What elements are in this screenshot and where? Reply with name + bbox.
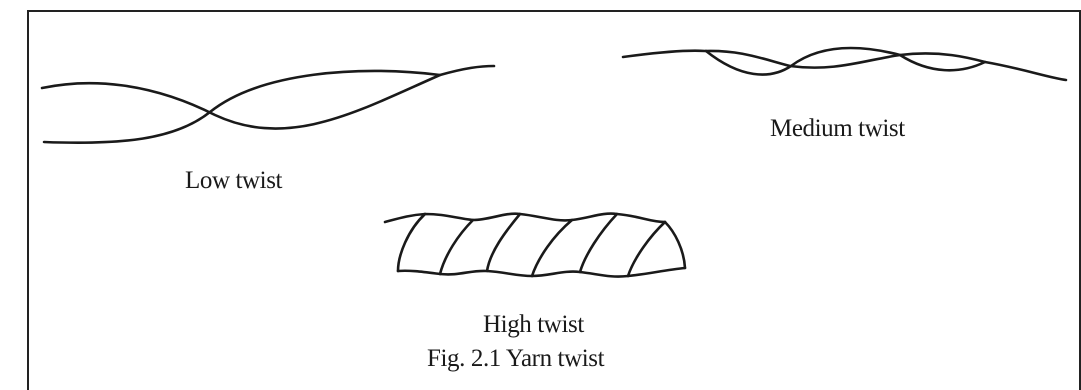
low-twist-strand-1 — [42, 66, 494, 129]
high-twist-coil-1 — [398, 214, 425, 271]
medium-twist-strand-2 — [706, 48, 985, 75]
figure-caption: Fig. 2.1 Yarn twist — [427, 346, 604, 371]
medium-twist-label: Medium twist — [770, 116, 905, 141]
low-twist-yarn — [42, 66, 494, 143]
high-twist-yarn — [385, 214, 685, 277]
high-twist-label: High twist — [483, 312, 584, 337]
medium-twist-yarn — [623, 48, 1066, 80]
high-twist-top-edge — [385, 214, 665, 222]
low-twist-strand-2 — [44, 71, 440, 143]
high-twist-coil-5 — [580, 214, 617, 272]
medium-twist-strand-1 — [623, 51, 1066, 80]
high-twist-coil-6 — [628, 222, 665, 276]
high-twist-coil-2 — [440, 220, 473, 274]
high-twist-coil-4 — [532, 220, 572, 276]
high-twist-tail — [665, 222, 685, 268]
low-twist-label: Low twist — [185, 168, 282, 193]
high-twist-coil-3 — [487, 214, 520, 271]
